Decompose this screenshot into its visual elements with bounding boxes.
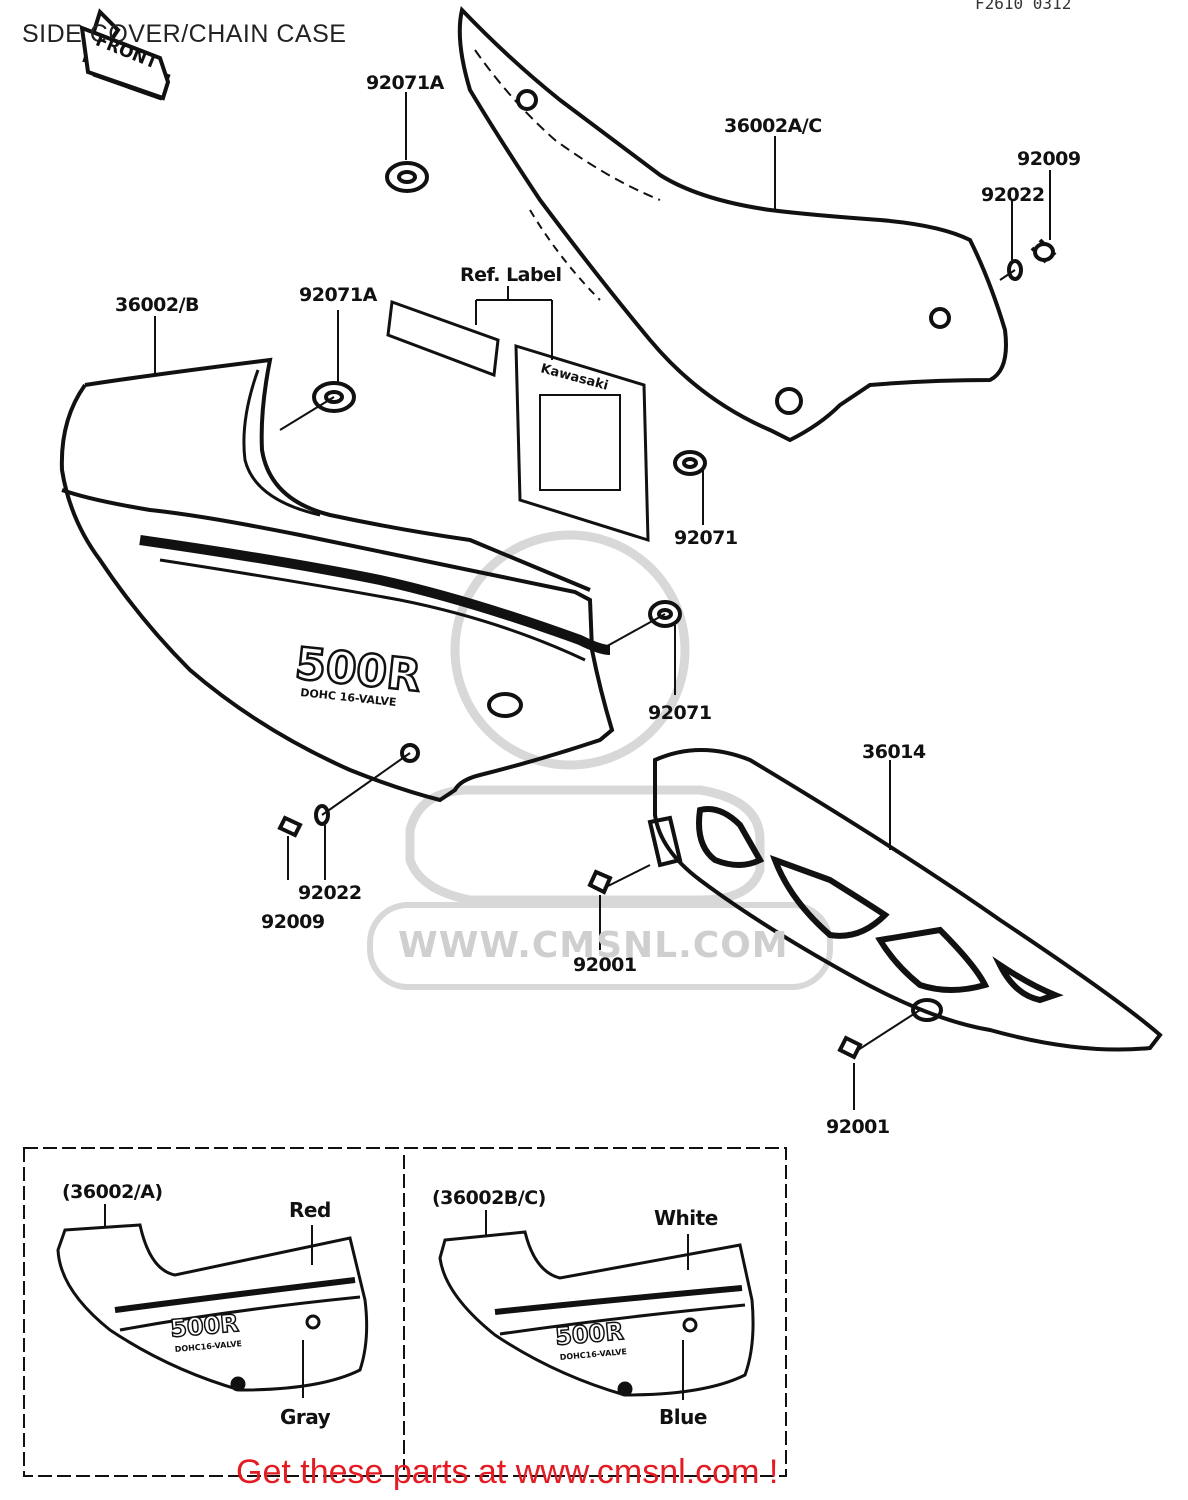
variant-cover-right (438, 1230, 755, 1397)
part-label-92022-lower[interactable]: 92022 (298, 882, 362, 904)
label-brand-text: Kawasaki (539, 361, 610, 393)
watermark-text: WWW.CMSNL.COM (398, 925, 789, 966)
part-label-92071a-mid[interactable]: 92071A (299, 284, 377, 306)
chain-case (647, 748, 1163, 1052)
part-label-92022-top[interactable]: 92022 (981, 184, 1045, 206)
side-cover-ac (457, 5, 1008, 443)
variant-left-model: 500R (169, 1309, 240, 1343)
diagram-code: F2610 0312 (975, 0, 1072, 13)
part-label-92009-lower[interactable]: 92009 (261, 911, 325, 933)
bolt-icon (277, 238, 1057, 1060)
leader-lines (154, 92, 1051, 1110)
side-cover-b (59, 357, 615, 803)
variant-right-bottom-color: Blue (659, 1405, 707, 1429)
page-title: SIDE COVER/CHAIN CASE (22, 20, 347, 48)
variant-left-bottom-color: Gray (280, 1405, 331, 1429)
front-arrow-icon (79, 8, 171, 101)
variant-cover-left (56, 1223, 369, 1392)
part-label-92001-mid[interactable]: 92001 (573, 954, 637, 976)
variant-leaders (104, 1204, 689, 1400)
part-label-92071-lower[interactable]: 92071 (648, 702, 712, 724)
variant-left-top-color: Red (289, 1198, 331, 1222)
part-label-ref-label[interactable]: Ref. Label (460, 264, 562, 286)
part-label-36002ac[interactable]: 36002A/C (724, 115, 822, 137)
part-label-36002b[interactable]: 36002/B (115, 294, 200, 316)
part-label-36014[interactable]: 36014 (862, 741, 926, 763)
variant-right-model: 500R (554, 1317, 625, 1351)
variant-left-part[interactable]: (36002/A) (62, 1181, 163, 1203)
watermark-logo (405, 530, 765, 905)
variants-frame (23, 1147, 787, 1477)
variant-right-top-color: White (654, 1206, 718, 1230)
part-label-92071-upper[interactable]: 92071 (674, 527, 738, 549)
part-label-92009-top[interactable]: 92009 (1017, 148, 1081, 170)
badge-500r: 500R DOHC 16-VALVE (292, 637, 425, 709)
part-label-92001-lower[interactable]: 92001 (826, 1116, 890, 1138)
ref-label (386, 299, 650, 543)
part-label-92071a-top[interactable]: 92071A (366, 72, 444, 94)
variant-right-part[interactable]: (36002B/C) (432, 1187, 546, 1209)
footer-link[interactable]: Get these parts at www.cmsnl.com ! (236, 1453, 779, 1491)
